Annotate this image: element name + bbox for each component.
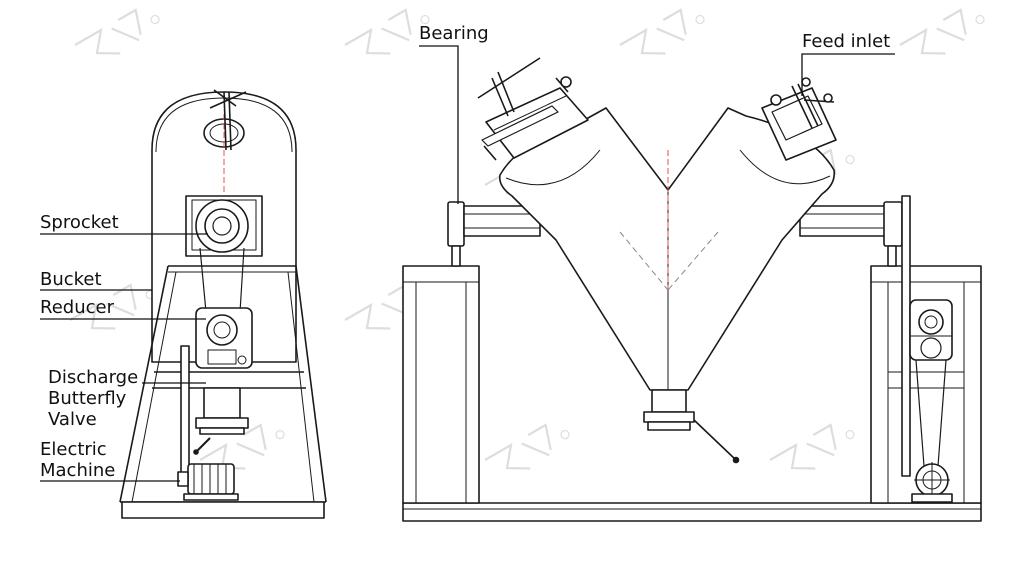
label-reducer: Reducer	[40, 297, 114, 318]
watermark-mark	[619, 8, 705, 55]
label-feed-inlet: Feed inlet	[802, 31, 891, 52]
leader-feed-inlet	[801, 53, 895, 96]
electric-motor	[177, 463, 239, 501]
label-line: Machine	[40, 460, 116, 481]
label-line: Discharge	[48, 367, 139, 388]
base-frame	[402, 502, 982, 522]
watermark-mark	[69, 283, 155, 330]
side-view	[119, 89, 327, 519]
right-bearing	[799, 195, 911, 477]
watermark-mark	[484, 423, 570, 470]
label-bucket: Bucket	[40, 269, 102, 290]
sprocket-assembly	[185, 195, 263, 257]
label-sprocket: Sprocket	[40, 212, 119, 233]
side-view-leaders	[40, 233, 208, 482]
front-view-leaders	[419, 45, 895, 204]
discharge-valve	[193, 387, 249, 455]
drive-belt	[180, 345, 190, 477]
watermark-mark	[344, 8, 430, 55]
v-vessel	[498, 107, 836, 391]
discharge-outlet	[643, 389, 740, 464]
label-bearing: Bearing	[419, 23, 489, 44]
reducer	[195, 307, 253, 369]
feed-handle	[209, 89, 247, 151]
right-drive-belt	[915, 359, 947, 467]
front-view	[402, 57, 982, 522]
right-pedestal	[870, 265, 982, 504]
a-frame-stand	[119, 265, 327, 519]
watermark-mark	[769, 423, 855, 470]
label-electric-machine: Electric Machine	[40, 439, 115, 481]
label-line: Butterfly	[48, 388, 127, 409]
label-line: Valve	[48, 409, 97, 430]
leader-bearing	[419, 45, 459, 204]
drive-chain	[199, 247, 245, 313]
label-discharge-butterfly-valve: Discharge Butterfly Valve	[48, 367, 138, 430]
right-motor	[911, 462, 953, 503]
right-feed-inlet	[761, 77, 837, 161]
label-line: Electric	[40, 439, 107, 460]
right-reducer	[909, 299, 953, 361]
left-pedestal	[402, 265, 480, 504]
watermark-mark	[899, 8, 985, 55]
left-feed-port	[477, 57, 589, 161]
left-bearing	[447, 201, 541, 267]
watermark-mark	[74, 8, 160, 55]
